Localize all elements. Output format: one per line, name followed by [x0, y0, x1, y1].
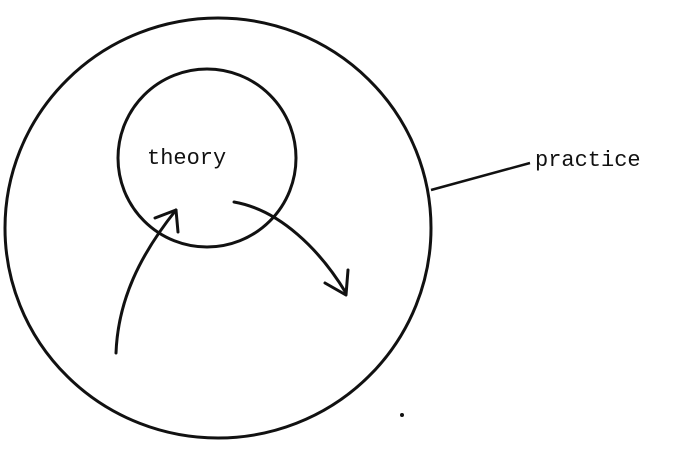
leader-line	[430, 161, 531, 192]
theory-circle	[116, 67, 298, 249]
stray-dot	[400, 413, 404, 417]
practice-label: practice	[535, 148, 641, 173]
practice-circle	[3, 16, 433, 440]
arrow-up-icon	[114, 208, 180, 355]
theory-label: theory	[147, 146, 226, 171]
arrow-down-icon	[232, 200, 350, 297]
